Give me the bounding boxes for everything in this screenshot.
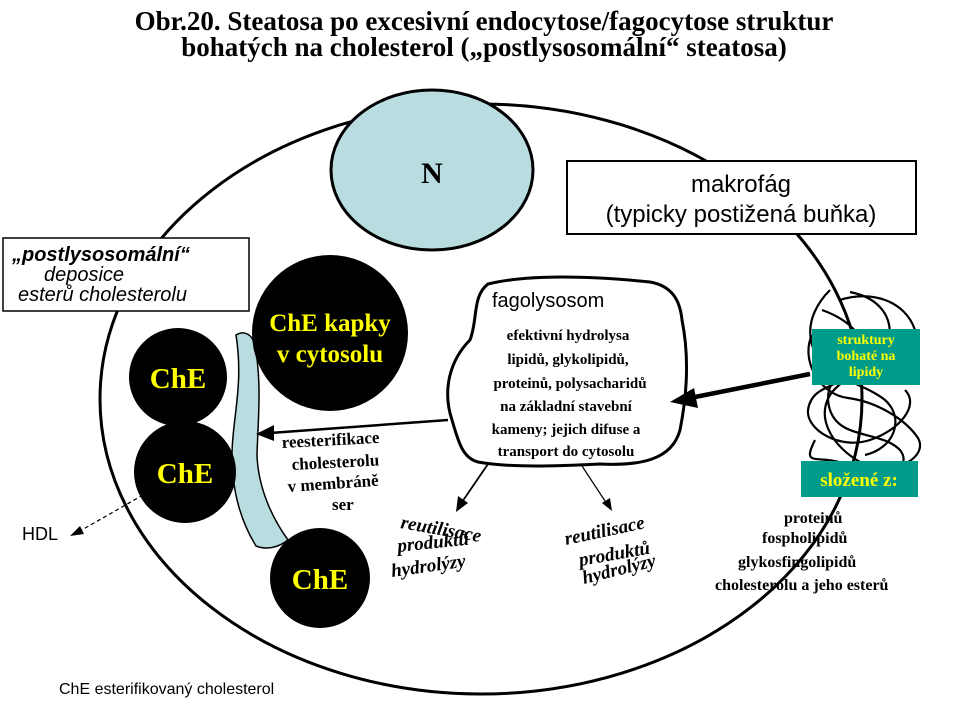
arrow-to-phagolysosome-head bbox=[670, 388, 698, 408]
phagolysosome-line: transport do cytosolu bbox=[498, 444, 635, 460]
hdl-arrow bbox=[79, 494, 144, 532]
lipid-structures-box bbox=[812, 329, 920, 385]
hdl-arrow-head bbox=[70, 526, 84, 536]
lipid-structures-label: struktury bohaté na lipidy bbox=[837, 333, 896, 380]
reesterification-line: cholesterolu bbox=[291, 450, 379, 474]
nucleus-label: N bbox=[421, 157, 443, 190]
phagolysosome-line: kameny; jejich difuse a bbox=[492, 422, 641, 438]
phagolysosome-line: lipidů, glykolipidů, bbox=[507, 352, 629, 368]
composition-item: cholesterolu a jeho esterů bbox=[715, 577, 889, 594]
lipid-structures-line: lipidy bbox=[849, 365, 883, 380]
reesterification-line: ser bbox=[332, 495, 354, 514]
che-droplet-3 bbox=[270, 528, 370, 628]
title-line-1: Obr.20. Steatosa po excesivní endocytose… bbox=[135, 6, 834, 36]
che-droplet-large-line-2: v cytosolu bbox=[277, 341, 383, 368]
composition-item: glykosfingolipidů bbox=[738, 554, 856, 571]
che-droplet-3-label: ChE bbox=[292, 564, 348, 596]
phagolysosome bbox=[446, 275, 688, 468]
phagolysosome-line: efektivní hydrolysa bbox=[507, 328, 630, 344]
footnote: ChE esterifikovaný cholesterol bbox=[59, 681, 274, 698]
nucleus bbox=[329, 88, 535, 252]
reesterification-label: reesterifikace cholesterolu v membráně s… bbox=[281, 428, 380, 514]
composition-header: složené z: bbox=[820, 470, 898, 491]
deposition-label-line-2: deposice bbox=[44, 264, 124, 286]
arrow-to-phagolysosome bbox=[689, 371, 811, 401]
arrow-reutilisation-left-head bbox=[456, 496, 468, 512]
macrophage-label-line-1: makrofág bbox=[691, 171, 791, 198]
composition-list: proteinů fospholipidů glykosfingolipidů … bbox=[715, 510, 889, 594]
hdl-label: HDL bbox=[22, 524, 58, 544]
deposition-label-line-3: esterů cholesterolu bbox=[18, 284, 187, 306]
arrow-reutilisation-left bbox=[461, 463, 489, 503]
arrow-to-membrane bbox=[269, 418, 449, 435]
phagolysosome-line: na základní stavební bbox=[500, 399, 633, 415]
phagolysosome-description: efektivní hydrolysa lipidů, glykolipidů,… bbox=[492, 328, 647, 460]
che-droplet-large-line-1: ChE kapky bbox=[269, 310, 391, 337]
che-droplet-2 bbox=[134, 421, 236, 523]
phagolysosome-title: fagolysosom bbox=[492, 290, 604, 312]
composition-item: fospholipidů bbox=[762, 530, 847, 547]
arrow-to-membrane-head bbox=[256, 425, 274, 441]
arrow-reutilisation-right bbox=[581, 465, 608, 505]
deposition-label-box bbox=[2, 237, 250, 312]
che-droplet-2-label: ChE bbox=[157, 458, 213, 490]
arrow-reutilisation-right-head bbox=[602, 498, 612, 511]
composition-item: proteinů bbox=[784, 510, 842, 527]
phagolysosome-line: proteinů, polysacharidů bbox=[493, 376, 646, 392]
macrophage-label-line-2: (typicky postižená buňka) bbox=[606, 201, 877, 228]
deposition-label-line-1: „postlysosomální“ bbox=[11, 244, 190, 266]
che-droplet-1 bbox=[129, 328, 227, 426]
che-droplet-large bbox=[252, 255, 408, 411]
lipid-structures-line: bohaté na bbox=[837, 349, 896, 364]
title-line-2: bohatých na cholesterol („postlysosomáln… bbox=[181, 32, 787, 62]
macrophage-label-box bbox=[566, 160, 917, 235]
che-droplet-1-label: ChE bbox=[150, 363, 206, 395]
lipid-structures-line: struktury bbox=[837, 333, 895, 348]
composition-header-box bbox=[801, 461, 918, 497]
